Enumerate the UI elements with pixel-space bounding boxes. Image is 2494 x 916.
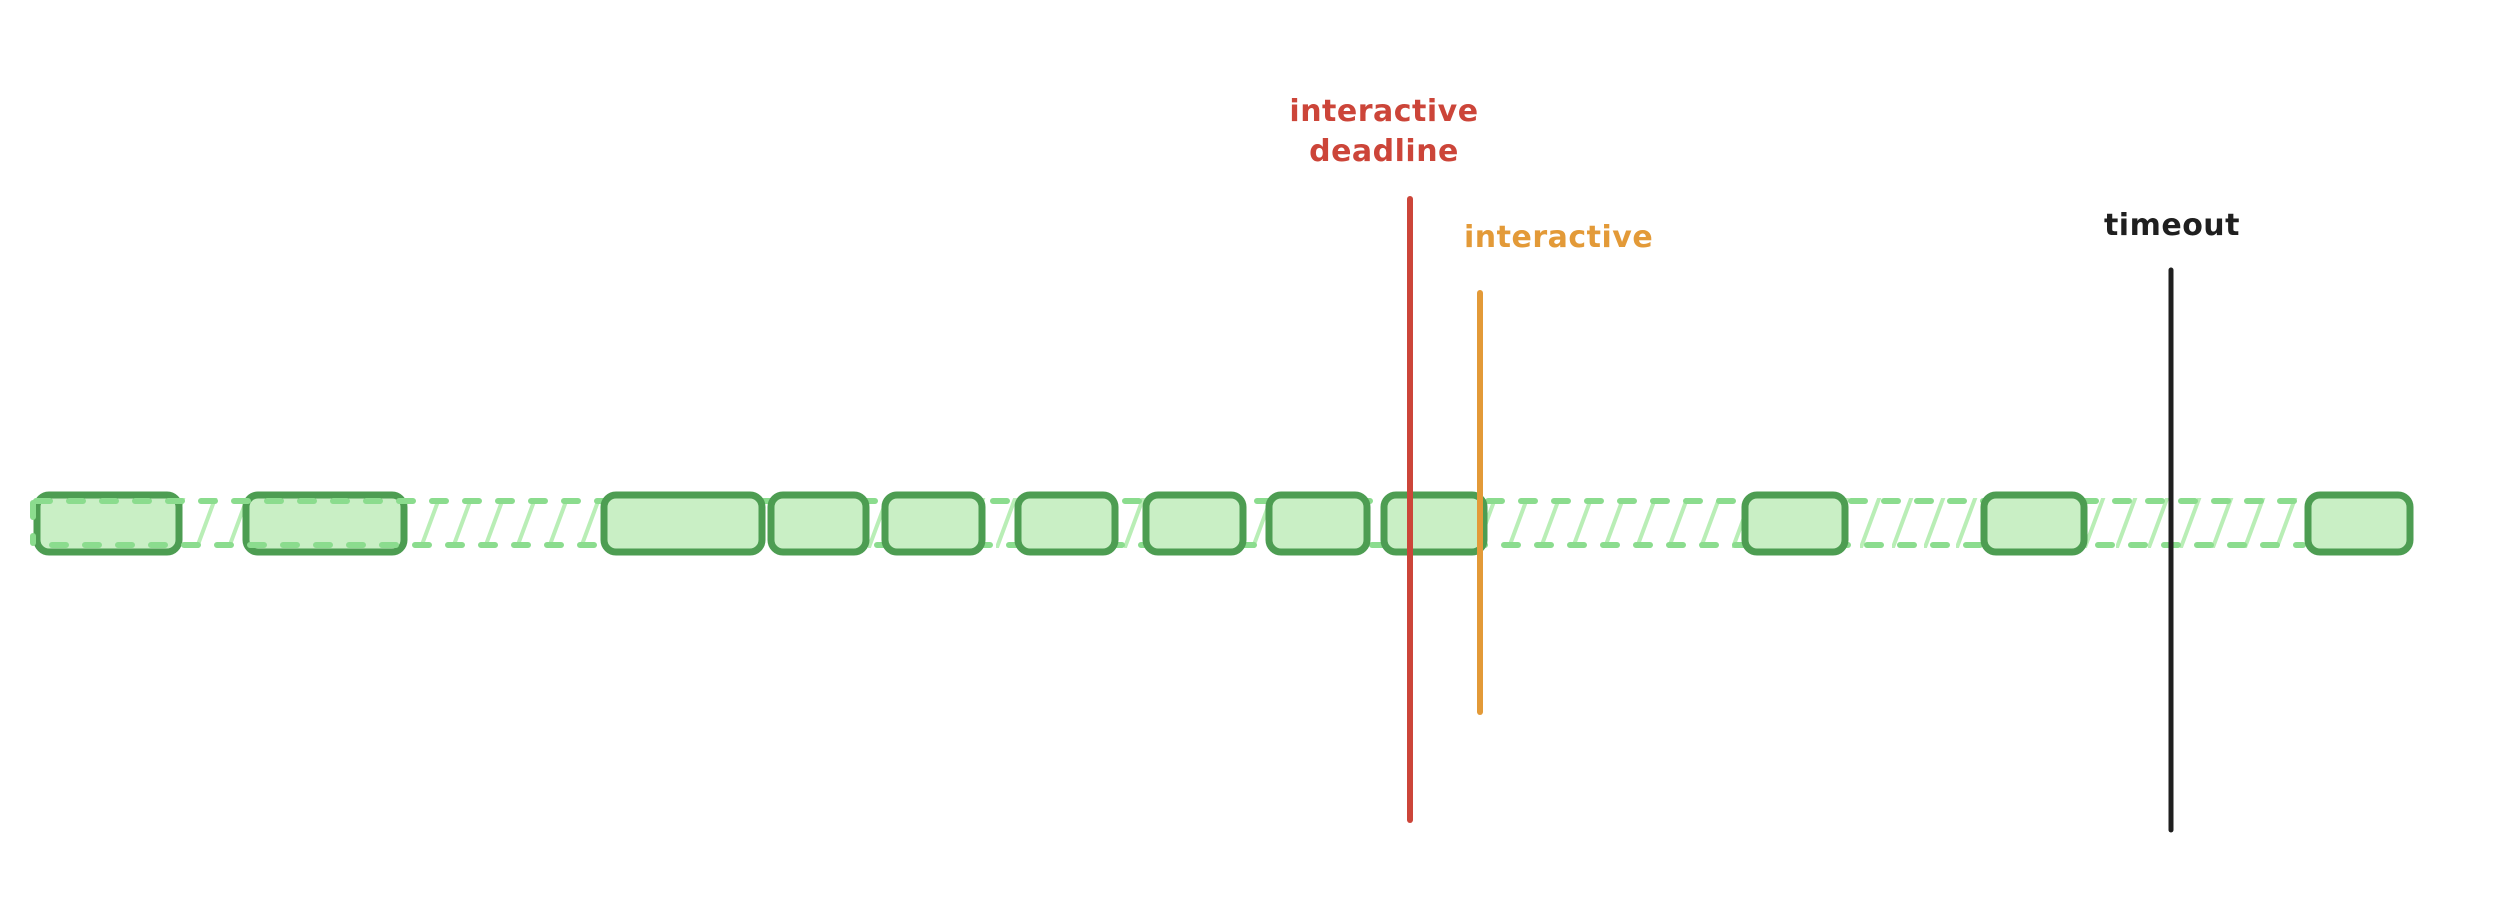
task-block-11	[1980, 491, 2088, 556]
interactive-deadline-label-line1: interactive	[1289, 94, 1479, 129]
task-blocks-under-track	[33, 491, 408, 556]
task-block-1	[33, 491, 183, 556]
task-block-10	[1741, 491, 1849, 556]
task-blocks	[600, 491, 2414, 556]
task-block-12	[2304, 491, 2414, 556]
interactive-deadline-label-line2: deadline	[1309, 134, 1459, 169]
task-block-6	[1014, 491, 1119, 556]
task-block-3	[600, 491, 766, 556]
interactive-deadline-label: interactive deadline	[1234, 92, 1534, 172]
task-block-4	[767, 491, 870, 556]
marker-lines	[1407, 196, 2174, 833]
interactive-label: interactive	[1464, 220, 1654, 255]
task-block-2	[242, 491, 408, 556]
task-block-7	[1142, 491, 1247, 556]
task-block-9	[1380, 491, 1488, 556]
task-block-8	[1265, 491, 1371, 556]
timeout-label: timeout	[2103, 208, 2241, 243]
task-block-5	[881, 491, 986, 556]
